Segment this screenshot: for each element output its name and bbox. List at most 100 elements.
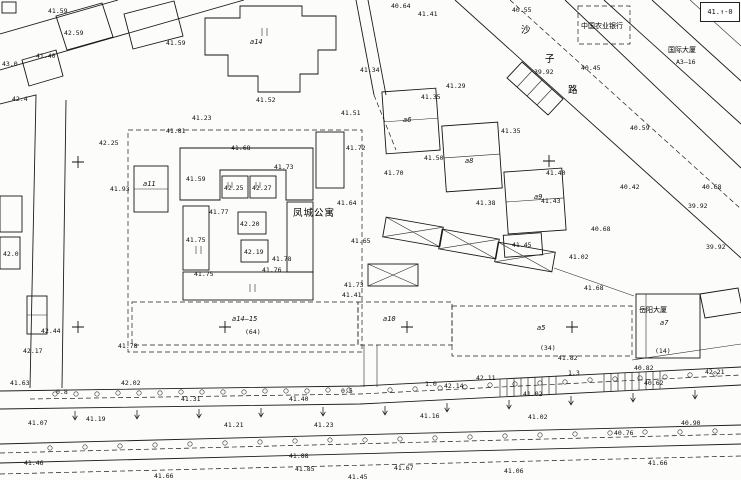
building-outline: [182, 271, 314, 301]
crossed-structure-group: [494, 241, 556, 273]
building-outline: [315, 131, 345, 189]
cross-diagonals: [382, 216, 444, 248]
elevation-label: 42.11: [476, 374, 496, 382]
elevation-label: 41.68: [584, 284, 604, 292]
tree-symbol: [241, 389, 247, 395]
tree-layer: [47, 371, 718, 451]
main-road-centerline: [29, 374, 741, 400]
tree-symbol: [642, 429, 648, 435]
building-outline: [55, 2, 114, 51]
elevation-label: 40.59: [630, 124, 650, 132]
elevation-label: 41.50: [424, 154, 444, 162]
stair-ticks: [195, 28, 268, 292]
unit-count-label: (14): [655, 347, 671, 355]
tree-symbol: [292, 438, 298, 444]
tree-symbol: [637, 375, 643, 381]
grid-cross-mark: [401, 321, 413, 333]
building-id-label: a7: [660, 319, 669, 327]
elevation-label: 41.59: [166, 39, 186, 47]
elevation-label: 40.64: [391, 2, 411, 10]
elevation-label: 41.67: [394, 464, 414, 472]
elevation-label: 41.23: [314, 421, 334, 429]
down-arrow-icon: [196, 409, 202, 419]
tree-symbol: [397, 436, 403, 442]
elevation-label: 40.68: [702, 183, 722, 191]
tree-symbol: [222, 440, 228, 446]
tree-symbol: [412, 386, 418, 392]
building-id-label: a11: [143, 180, 156, 188]
place-name-label: 沙: [521, 25, 532, 36]
connector-line: [631, 343, 741, 361]
elevation-label: 41.66: [648, 459, 668, 467]
road-edge: [0, 0, 245, 71]
frontage-line: [603, 0, 741, 125]
elevation-label: 42.44: [41, 327, 61, 335]
building-outline-yueyang: [635, 293, 701, 359]
apartment-block-outline: [179, 147, 314, 201]
tree-symbol: [687, 372, 693, 378]
elevation-label: 42.19: [244, 248, 264, 256]
building-a8-group: [441, 121, 503, 193]
building-id-label: a5: [537, 324, 545, 332]
down-arrow-icon: [692, 390, 698, 400]
elevation-label: 42.0: [3, 250, 19, 258]
elevation-label: 41.02: [569, 253, 589, 261]
building-outline: [237, 211, 267, 235]
building-a9-group: [503, 167, 567, 235]
elevation-label: 41.85: [295, 465, 315, 473]
parcel-layer: [127, 5, 633, 357]
grid-cross-mark: [72, 156, 84, 168]
elevation-label: 41.75: [186, 236, 206, 244]
unit-count-label: (64): [245, 328, 261, 336]
building-outline: [0, 236, 21, 270]
elevation-label: 41.73: [274, 163, 294, 171]
grid-cross-mark: [543, 155, 555, 167]
tree-symbol: [712, 371, 718, 377]
crossed-structure: [494, 241, 556, 273]
tree-symbol: [572, 431, 578, 437]
hatch-lines: [516, 70, 553, 106]
elevation-label: 40.82: [634, 364, 654, 372]
grid-cross-mark: [72, 321, 84, 333]
elevation-label: 39.92: [688, 202, 708, 210]
elevation-label: 41.82: [558, 354, 578, 362]
avenue-edge: [454, 0, 741, 259]
elevation-label: 41.78: [118, 342, 138, 350]
tree-symbol: [467, 434, 473, 440]
elevation-label: 41.77: [209, 208, 229, 216]
building-outline: [21, 49, 64, 87]
elevation-label: 42.27: [252, 184, 272, 192]
tree-symbol: [187, 441, 193, 447]
place-name-label: 子: [545, 54, 556, 65]
parcel-boundary-a5: [451, 305, 633, 357]
elevation-label: 41.66: [154, 472, 174, 480]
elevation-label: 42.25: [224, 184, 244, 192]
elevation-label: 41.16: [420, 412, 440, 420]
elevation-label: 42.17: [23, 347, 43, 355]
connector-line: [553, 267, 635, 297]
down-arrow-icon: [506, 400, 512, 410]
parcel-boundary-a14-15: [131, 301, 359, 346]
lane-line: [355, 0, 375, 96]
building-outline: [123, 0, 184, 50]
grid-cross-mark: [219, 321, 231, 333]
tree-symbol: [432, 435, 438, 441]
tree-symbol: [157, 390, 163, 396]
elevation-label: 41.06: [504, 467, 524, 475]
elevation-label: 41.93: [110, 185, 130, 193]
building-id-label: a14: [250, 38, 263, 46]
building-outline: [221, 175, 249, 199]
tree-symbol: [327, 437, 333, 443]
elevation-label: 41.19: [86, 415, 106, 423]
tree-symbol: [387, 387, 393, 393]
tree-symbol: [52, 391, 58, 397]
tree-symbol: [346, 387, 352, 393]
tree-symbol: [562, 379, 568, 385]
elevation-label: 41.23: [192, 114, 212, 122]
elevation-label: 41.65: [351, 237, 371, 245]
elevation-label: 42.59: [64, 29, 84, 37]
road-edge: [0, 94, 37, 389]
elevation-label: 41.21: [224, 421, 244, 429]
